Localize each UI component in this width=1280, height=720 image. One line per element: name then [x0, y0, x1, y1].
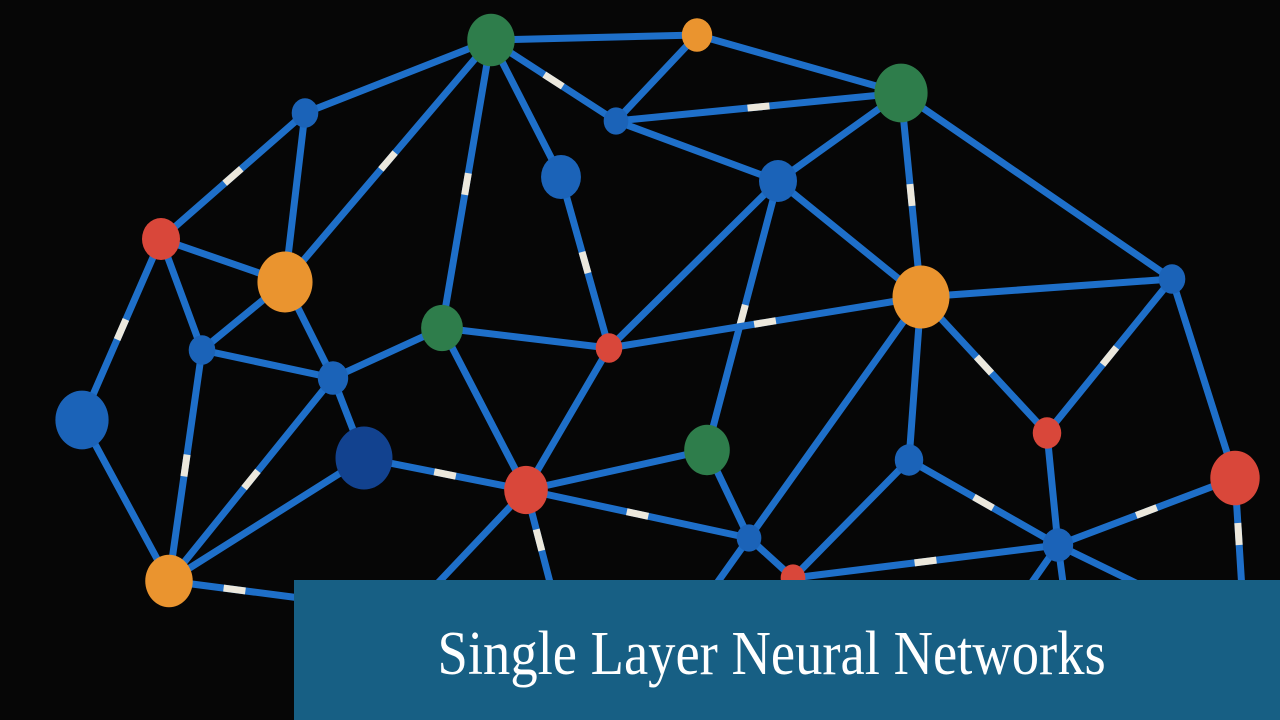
- network-edge: [438, 324, 530, 494]
- network-edge: [774, 177, 925, 301]
- network-edge: [789, 456, 913, 582]
- network-edge: [693, 31, 905, 97]
- edge-weight-marker: [747, 102, 770, 112]
- edge-weight-marker: [1099, 345, 1120, 367]
- network-node-blue: [759, 160, 797, 202]
- edge-weight-marker: [1134, 504, 1159, 519]
- edge-weight-marker: [461, 172, 472, 196]
- network-node-red: [1032, 417, 1062, 449]
- edge-weight-marker: [222, 166, 244, 186]
- edge-weight-marker: [973, 354, 995, 376]
- network-edge: [897, 89, 1176, 283]
- network-node-green: [684, 424, 730, 476]
- edge-weight-marker: [433, 468, 457, 480]
- edge-weight-marker: [1234, 522, 1243, 546]
- edge-weight-marker: [914, 556, 937, 567]
- network-edge: [522, 344, 613, 494]
- network-edge: [917, 275, 1176, 301]
- network-node-orange: [892, 265, 950, 329]
- edge-weight-marker: [972, 494, 995, 511]
- network-edges: [78, 31, 1246, 602]
- network-node-blue: [541, 154, 581, 200]
- network-node-blue: [894, 444, 924, 476]
- network-node-blue: [55, 390, 109, 450]
- network-node-red: [504, 465, 548, 515]
- edge-weight-marker: [223, 584, 246, 595]
- network-node-blue: [317, 361, 349, 395]
- network-node-orange: [257, 251, 313, 313]
- network-node-blue: [188, 335, 216, 365]
- network-node-blue: [1158, 264, 1186, 294]
- network-node-red: [595, 333, 623, 363]
- network-nodes: [55, 13, 1260, 608]
- network-edge: [301, 36, 495, 117]
- edge-weight-marker: [378, 150, 398, 172]
- network-edge: [605, 177, 782, 352]
- slide-title: Single Layer Neural Networks: [437, 619, 1107, 688]
- edge-weight-marker: [113, 318, 130, 341]
- network-edge: [745, 293, 925, 542]
- network-edge: [1168, 275, 1239, 482]
- edge-weight-marker: [906, 183, 916, 207]
- edge-weight-marker: [626, 508, 649, 520]
- network-node-red: [1210, 450, 1260, 506]
- network-edge: [78, 416, 173, 585]
- network-node-green: [421, 304, 463, 352]
- network-edge: [612, 31, 701, 125]
- network-edge: [522, 446, 711, 494]
- network-node-red: [142, 218, 180, 260]
- network-node-darkblue: [335, 426, 393, 490]
- network-node-green: [467, 13, 515, 67]
- network-node-green: [874, 63, 928, 123]
- network-node-blue: [736, 524, 762, 552]
- edge-weight-marker: [241, 468, 261, 491]
- network-edge: [165, 454, 368, 585]
- edge-weight-marker: [736, 303, 749, 328]
- edge-weight-marker: [578, 250, 592, 275]
- network-node-blue: [1042, 528, 1074, 562]
- network-edge: [1043, 429, 1062, 549]
- edge-weight-marker: [180, 454, 191, 477]
- network-node-orange: [681, 18, 713, 52]
- edge-weight-marker: [753, 317, 777, 328]
- network-edge: [438, 324, 613, 352]
- edge-weight-marker: [542, 71, 565, 90]
- edge-weight-marker: [532, 528, 546, 552]
- title-banner: Single Layer Neural Networks: [294, 580, 1280, 720]
- network-edge: [612, 117, 782, 185]
- network-edge: [487, 31, 701, 44]
- network-edge: [198, 346, 337, 382]
- network-node-blue: [291, 98, 319, 128]
- network-node-blue: [603, 107, 629, 135]
- network-node-orange: [145, 554, 193, 608]
